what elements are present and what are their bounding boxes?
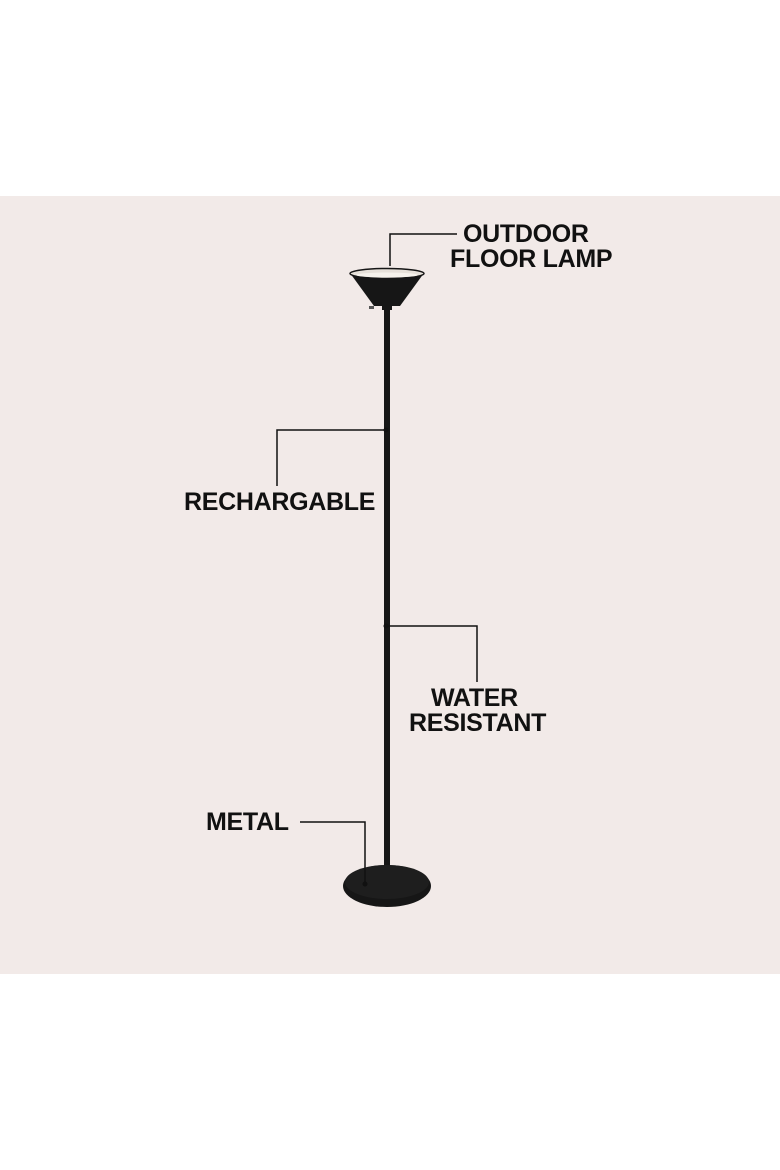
lamp-pole — [384, 308, 390, 874]
callout-label-metal: METAL — [206, 810, 289, 835]
lamp-base — [343, 865, 431, 907]
callout-text-floor-lamp: FLOOR LAMP — [450, 245, 613, 273]
callout-dot-rechargable — [383, 427, 389, 433]
callout-line-metal — [300, 821, 366, 882]
callout-label-rechargable: RECHARGABLE — [184, 490, 375, 515]
callout-dot-metal — [362, 881, 368, 887]
callout-text-resistant: RESISTANT — [409, 709, 547, 737]
callout-text-rechargable: RECHARGABLE — [184, 488, 376, 516]
lamp-shade — [349, 267, 425, 310]
callout-dots — [362, 427, 389, 887]
callout-text-metal: METAL — [206, 808, 289, 836]
callout-dot-water-resistant — [383, 623, 389, 629]
callout-label-outdoor-floor-lamp: OUTDOOR FLOOR LAMP — [450, 220, 613, 272]
callout-text-water: WATER — [431, 684, 518, 712]
callout-label-water-resistant: WATER RESISTANT — [409, 684, 546, 736]
callout-lines — [276, 233, 478, 882]
callout-line-outdoor-floor-lamp — [389, 233, 457, 266]
callout-line-water-resistant — [386, 625, 478, 682]
callout-text-outdoor: OUTDOOR — [463, 220, 589, 248]
callout-line-rechargable — [276, 429, 386, 486]
